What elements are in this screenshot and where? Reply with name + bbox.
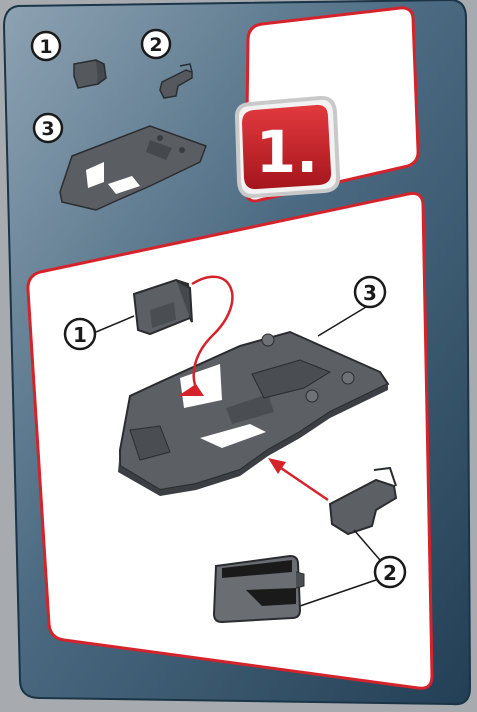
- parts-callout-2: 2: [142, 30, 170, 58]
- svg-text:2: 2: [149, 34, 162, 56]
- svg-text:3: 3: [363, 281, 377, 305]
- svg-text:1: 1: [73, 323, 87, 347]
- svg-text:1: 1: [39, 36, 52, 58]
- bracket-detail-part: [214, 556, 304, 622]
- step-number-label: 1.: [256, 118, 318, 186]
- step-number-badge: 1.: [237, 98, 338, 196]
- svg-text:2: 2: [383, 561, 397, 585]
- svg-text:3: 3: [41, 118, 54, 140]
- parts-callout-3: 3: [34, 114, 62, 142]
- parts-callout-1: 1: [32, 32, 60, 60]
